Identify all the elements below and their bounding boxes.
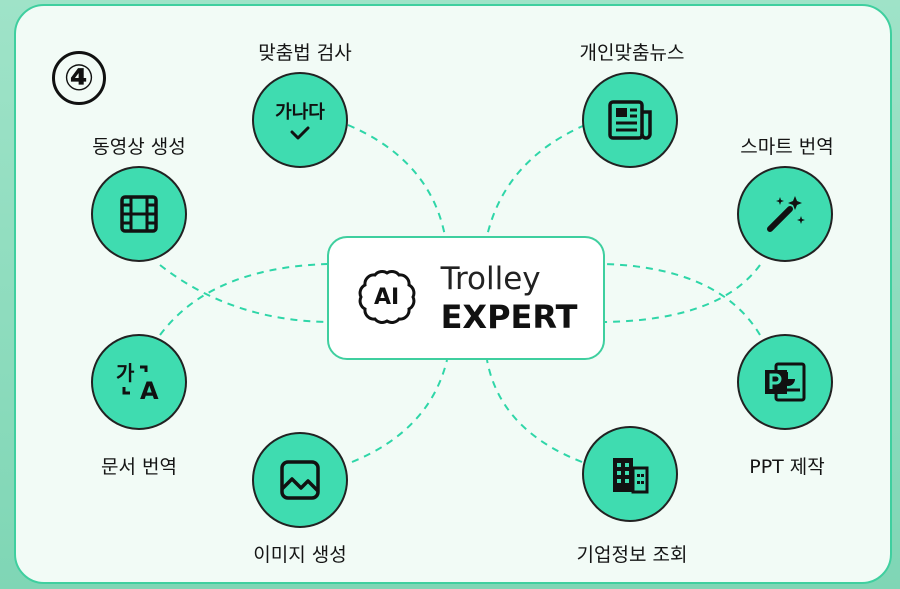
company-label: 기업정보 조회 xyxy=(576,544,688,566)
spell-check-node[interactable]: 가나다 xyxy=(252,72,348,168)
translate-icon-target: A xyxy=(140,377,159,405)
smart-translate-label: 스마트 번역 xyxy=(740,136,834,158)
line-doc-translate xyxy=(159,263,328,336)
ai-brain-icon: AI xyxy=(355,267,419,329)
image-node[interactable] xyxy=(252,432,348,528)
magic-wand-icon xyxy=(767,196,805,232)
line-company xyxy=(486,359,583,463)
news-node[interactable] xyxy=(582,72,678,168)
ppt-node[interactable] xyxy=(737,334,833,430)
company-node[interactable] xyxy=(582,426,678,522)
ai-icon-text: AI xyxy=(373,285,400,310)
news-label: 개인맞춤뉴스 xyxy=(579,42,685,64)
line-smart-translate xyxy=(604,264,761,323)
step-number-badge: ④ xyxy=(52,51,106,105)
spell-check-icon-text: 가나다 xyxy=(275,102,325,123)
trolley-expert-center: AI Trolley EXPERT xyxy=(327,236,605,360)
doc-translate-label: 문서 번역 xyxy=(101,456,177,478)
ppt-label: PPT 제작 xyxy=(749,456,825,478)
building-icon xyxy=(613,458,649,494)
brand-line1: Trolley xyxy=(440,260,541,297)
line-video xyxy=(159,264,328,323)
doc-translate-node[interactable]: 가 A xyxy=(91,334,187,430)
spell-check-label: 맞춤법 검사 xyxy=(258,42,352,64)
checkmark-icon xyxy=(290,126,310,140)
spell-check-icon: 가나다 xyxy=(275,98,325,142)
translate-icon-source: 가 xyxy=(116,361,135,385)
translate-arrows-icon xyxy=(122,365,148,395)
translate-icon: 가 A xyxy=(116,359,162,405)
video-label: 동영상 생성 xyxy=(92,136,186,158)
image-label: 이미지 생성 xyxy=(253,544,347,566)
line-spell-check xyxy=(347,124,446,237)
smart-translate-node[interactable] xyxy=(737,166,833,262)
newspaper-icon xyxy=(608,100,652,140)
film-icon xyxy=(120,195,158,233)
brand-text: Trolley EXPERT xyxy=(440,260,578,336)
brand-line2: EXPERT xyxy=(440,297,578,336)
line-ppt xyxy=(604,263,761,336)
image-icon xyxy=(280,460,320,500)
powerpoint-icon xyxy=(765,362,806,402)
line-image xyxy=(351,359,448,463)
brain-outline-icon xyxy=(358,270,415,324)
line-news xyxy=(486,124,586,237)
video-node[interactable] xyxy=(91,166,187,262)
